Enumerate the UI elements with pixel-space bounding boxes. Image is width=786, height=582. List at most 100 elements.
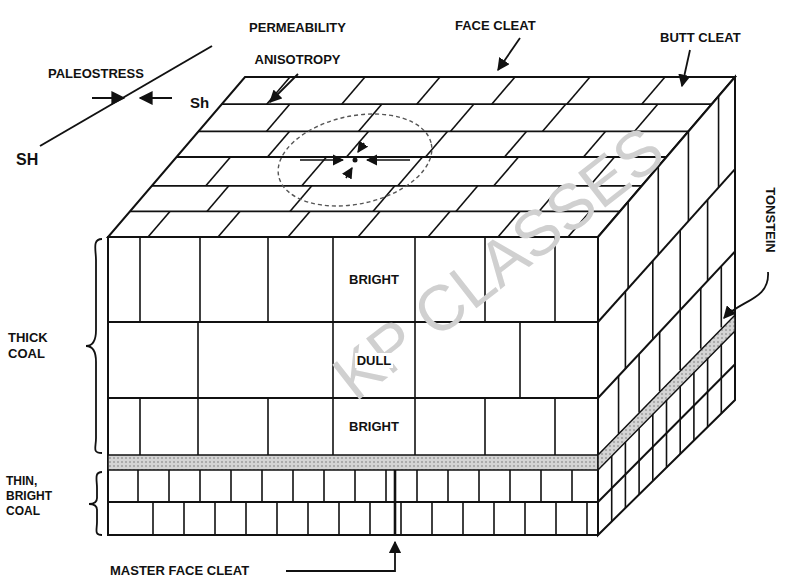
paleostress-symbol (40, 46, 212, 146)
callout-label: TONSTEIN (762, 175, 778, 265)
cleat (493, 502, 495, 535)
cleat (611, 488, 613, 521)
coal-layer: DULL (333, 323, 415, 397)
cleat (426, 131, 448, 157)
cleat (625, 474, 627, 508)
cleat (148, 211, 170, 237)
cleat (332, 398, 334, 455)
cleat (307, 502, 309, 535)
cleat (398, 157, 423, 186)
layer-label: DULL (355, 353, 394, 368)
cleat (638, 354, 640, 412)
cleat (652, 261, 654, 340)
cleat (261, 470, 263, 502)
layer-group-label: THIN, BRIGHT COAL (6, 474, 76, 519)
cleat (199, 237, 201, 322)
cleat (222, 103, 712, 105)
cleat (332, 237, 334, 322)
stress-symbol: Sh (190, 94, 209, 112)
cleat (358, 104, 381, 131)
cleat (625, 442, 627, 475)
cleat (338, 502, 340, 535)
cleat (168, 470, 170, 502)
cleat (447, 470, 449, 502)
cleat (267, 398, 269, 455)
cleat (638, 428, 640, 461)
cleat (268, 131, 290, 157)
cleat (494, 157, 519, 186)
cleat (571, 470, 573, 502)
cleat (197, 398, 199, 455)
cleat-lines (130, 77, 735, 535)
cleat (414, 398, 416, 455)
cleat (416, 470, 418, 502)
cleat (152, 502, 154, 535)
cleat (618, 376, 620, 434)
cleat (642, 77, 665, 104)
cleat (417, 77, 440, 104)
layer-group-label: THICK COAL (8, 330, 78, 362)
cleat (218, 211, 240, 237)
tonstein-band (108, 455, 598, 470)
cleat (524, 502, 526, 535)
cleat (358, 211, 380, 237)
cleat (139, 398, 141, 455)
cleat (554, 398, 556, 455)
cleat (478, 470, 480, 502)
cleat (625, 291, 627, 368)
cleat (638, 461, 640, 495)
coal-layer: BRIGHT (333, 238, 415, 321)
cleat (679, 230, 681, 310)
cleat (598, 364, 735, 502)
cleat (214, 502, 216, 535)
cleat (385, 470, 387, 502)
cleat (519, 322, 521, 398)
cleat (611, 456, 613, 488)
cleat (394, 470, 397, 535)
callout-label: MASTER FACE CLEAT (110, 563, 249, 579)
coal-layer: BRIGHT (333, 399, 415, 454)
cleat (373, 186, 395, 212)
cleat (266, 104, 289, 131)
cleat (707, 358, 709, 392)
cleat (509, 470, 511, 502)
cleat (700, 288, 702, 349)
cleat (302, 157, 327, 186)
cleat (245, 502, 247, 535)
cleat (688, 131, 690, 221)
cleat (679, 386, 681, 420)
cleat (139, 237, 141, 322)
cleat (183, 502, 185, 535)
cleat (267, 77, 290, 104)
stress-symbol: SH (16, 150, 38, 169)
cleat (137, 470, 139, 502)
leader-arrows (270, 38, 768, 571)
anisotropy-arrows (300, 143, 410, 178)
cleat (707, 200, 709, 281)
cleat (505, 131, 527, 157)
cleat (206, 157, 231, 186)
cleat (720, 266, 722, 327)
permeability-ellipse (270, 101, 441, 220)
cleat (720, 344, 722, 378)
cleat (586, 502, 588, 535)
cleat (555, 502, 557, 535)
cleat (462, 502, 464, 535)
cleat (428, 211, 450, 237)
cleat (323, 470, 325, 502)
cleat (540, 470, 542, 502)
cleat (342, 77, 365, 104)
cleat (207, 186, 229, 212)
stress-label: PALEOSTRESS (48, 66, 144, 82)
cleat (347, 131, 369, 157)
cleat (484, 398, 486, 455)
cleat (693, 406, 695, 441)
callout-label: BUTT CLEAT (660, 30, 741, 46)
cleat (292, 470, 294, 502)
cleat (290, 186, 312, 212)
cleat (199, 470, 201, 502)
cleat (652, 414, 654, 447)
cleat (707, 392, 709, 427)
cleat (288, 211, 310, 237)
